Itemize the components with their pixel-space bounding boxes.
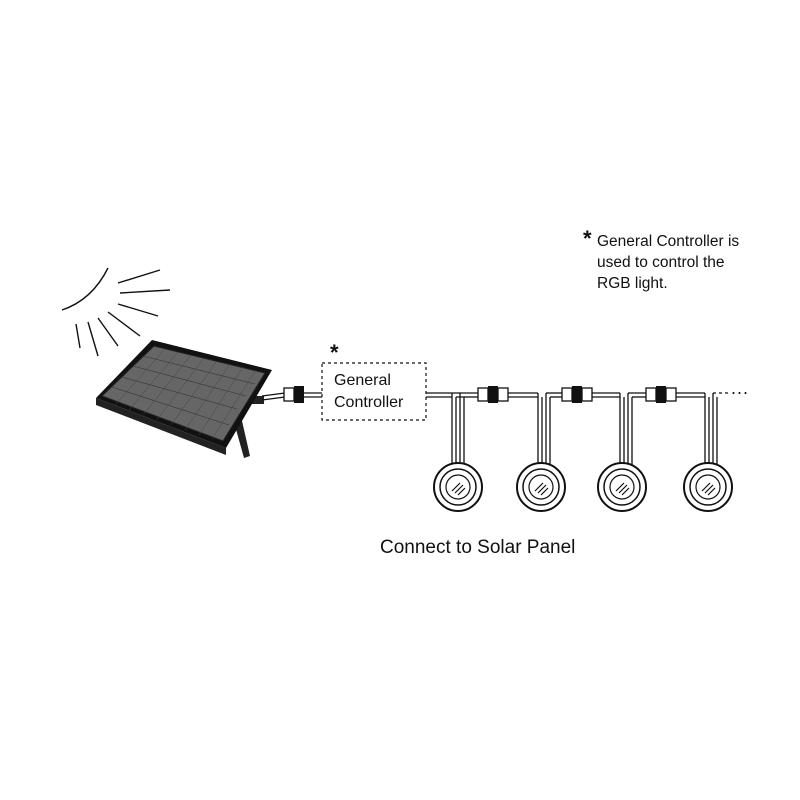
connector-icon — [645, 386, 677, 403]
connector-icon — [283, 386, 304, 403]
solar-panel-icon — [96, 340, 272, 458]
rgb-light-icon — [597, 462, 647, 512]
controller-box — [321, 362, 427, 421]
controller-label-line-2: Controller — [334, 394, 404, 411]
connector-icon — [477, 386, 509, 403]
rgb-light-icon — [516, 462, 566, 512]
light-wiring — [426, 392, 728, 470]
note-asterisk: * — [583, 226, 592, 251]
continuation-ellipsis: ... — [731, 378, 750, 398]
note-line-2: used to control the — [597, 254, 725, 271]
connector-icon — [561, 386, 593, 403]
controller-asterisk: * — [330, 340, 339, 365]
controller-label: General Controller — [322, 370, 426, 414]
rgb-light-icon — [433, 462, 483, 512]
diagram-caption: Connect to Solar Panel — [380, 537, 576, 558]
controller-label-line-1: General — [334, 372, 391, 389]
controller-note: * General Controller is used to control … — [583, 226, 783, 294]
sun-icon — [61, 267, 171, 357]
panel-cable — [261, 392, 322, 401]
rgb-light-icon — [683, 462, 733, 512]
note-line-1: General Controller is — [597, 233, 740, 250]
note-line-3: RGB light. — [597, 275, 668, 292]
